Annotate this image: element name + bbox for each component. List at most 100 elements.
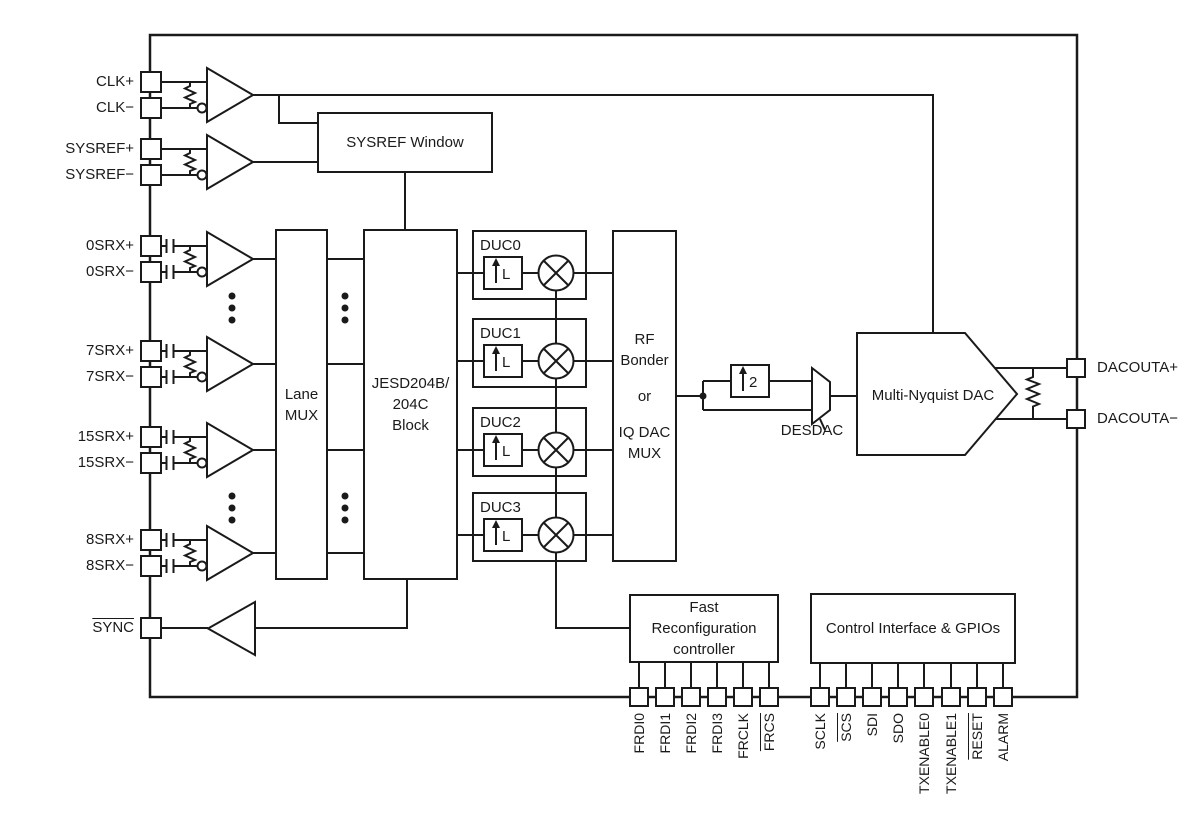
pin-label-0srx-plus: 0SRX+ (86, 237, 134, 254)
pin-label-15srx-plus: 15SRX+ (77, 428, 134, 445)
pin-label-dacouta-minus: DACOUTA− (1097, 410, 1178, 427)
control-interface-label: Control Interface & GPIOs (825, 620, 1001, 637)
pin-label-txenable0: TXENABLE0 (916, 713, 932, 794)
pad-7srx-minus (140, 366, 162, 388)
pin-label-frclk: FRCLK (735, 713, 751, 759)
pin-label-sysref-plus: SYSREF+ (65, 140, 134, 157)
duc1-interp-label: L (502, 354, 510, 371)
pad-sysref-plus (140, 138, 162, 160)
srx-to-lanemux-wires (253, 258, 275, 554)
mixer-chain-wire (555, 290, 629, 629)
pin-label-frdi1: FRDI1 (657, 713, 673, 754)
pad-sdi (862, 687, 882, 707)
pin-label-frdi2: FRDI2 (683, 713, 699, 754)
lane-mux-block: Lane MUX (275, 229, 328, 580)
pin-label-8srx-minus: 8SRX− (86, 557, 134, 574)
termination-resistor-icon (1024, 368, 1042, 419)
dac-pentagon-shape (856, 332, 1019, 456)
jesd-label-line2: 204C (392, 396, 429, 413)
rf-bonder-iq-dac-mux-block: RF Bonder or IQ DAC MUX (612, 230, 677, 562)
pad-clk-minus (140, 97, 162, 119)
srx8-input-buffer (162, 526, 253, 580)
control-pin-stubs (819, 664, 1004, 687)
pad-frcs (759, 687, 779, 707)
pad-7srx-plus (140, 340, 162, 362)
fast-reconfig-label-line2: Reconfiguration (651, 620, 757, 637)
jesd-label-line1: JESD204B/ (371, 375, 450, 392)
rf-mux-label-line3: IQ DAC MUX (618, 423, 671, 462)
duc2-label: DUC2 (480, 414, 521, 431)
duc3-block: DUC3 (472, 492, 587, 562)
fast-reconfig-label-line1: Fast (689, 599, 719, 616)
duc-internal-wires (522, 272, 612, 536)
sync-net (162, 580, 408, 629)
duc2-interp-label: L (502, 443, 510, 460)
sysref-input-buffer (162, 135, 253, 189)
pin-label-sysref-minus: SYSREF− (65, 166, 134, 183)
pin-label-clk-minus: CLK− (96, 99, 134, 116)
srx0-input-buffer (162, 232, 253, 286)
pin-label-dacouta-plus: DACOUTA+ (1097, 359, 1178, 376)
pad-reset (967, 687, 987, 707)
pin-label-sclk: SCLK (812, 713, 828, 750)
pad-txenable0 (914, 687, 934, 707)
junction-dot (699, 392, 707, 400)
sysref-net (253, 161, 406, 229)
pad-15srx-plus (140, 426, 162, 448)
pad-sclk (810, 687, 830, 707)
x2-interp-label: 2 (749, 374, 757, 391)
dac-output-net (994, 367, 1066, 420)
pad-frdi1 (655, 687, 675, 707)
duc2-block: DUC2 (472, 407, 587, 477)
clock-net (253, 94, 934, 333)
pad-frdi0 (629, 687, 649, 707)
pin-label-15srx-minus: 15SRX− (77, 454, 134, 471)
duc1-block: DUC1 (472, 318, 587, 388)
rf-mux-label-line2: or (637, 387, 652, 405)
duc3-label: DUC3 (480, 499, 521, 516)
clk-input-buffer (162, 68, 253, 122)
pad-clk-plus (140, 71, 162, 93)
pad-sysref-minus (140, 164, 162, 186)
pad-0srx-plus (140, 235, 162, 257)
pin-label-scs: SCS (838, 713, 854, 742)
jesd-label-line3: Block (392, 417, 429, 434)
control-interface-block: Control Interface & GPIOs (810, 593, 1016, 664)
duc0-interp-label: L (502, 266, 510, 283)
pin-label-sync: SYNC (92, 619, 134, 636)
pin-label-sdi: SDI (864, 713, 880, 737)
sync-output-buffer (205, 600, 256, 657)
fast-reconfig-label-line3: controller (673, 641, 735, 658)
pad-8srx-plus (140, 529, 162, 551)
pad-frdi2 (681, 687, 701, 707)
fast-reconfig-block: Fast Reconfiguration controller (629, 594, 779, 663)
fast-reconfig-pin-stubs (638, 663, 770, 687)
pad-sdo (888, 687, 908, 707)
jesd-to-duc-wires (458, 272, 484, 536)
desdac-label: DESDAC (780, 422, 844, 439)
pad-0srx-minus (140, 261, 162, 283)
pad-15srx-minus (140, 452, 162, 474)
lane-mux-label-line1: Lane (284, 385, 319, 403)
pin-label-frdi0: FRDI0 (631, 713, 647, 754)
pin-label-txenable1: TXENABLE1 (943, 713, 959, 794)
srx7-input-buffer (162, 337, 253, 391)
pad-sync (140, 617, 162, 639)
pin-label-clk-plus: CLK+ (96, 73, 134, 90)
pin-label-reset: RESET (969, 713, 985, 760)
pad-frclk (733, 687, 753, 707)
pad-alarm (993, 687, 1013, 707)
pin-label-7srx-minus: 7SRX− (86, 368, 134, 385)
sysref-window-label: SYSREF Window (346, 134, 464, 151)
pin-label-7srx-plus: 7SRX+ (86, 342, 134, 359)
pad-8srx-minus (140, 555, 162, 577)
desdac-mux-shape (811, 365, 831, 427)
pin-label-8srx-plus: 8SRX+ (86, 531, 134, 548)
sysref-window-block: SYSREF Window (317, 112, 493, 173)
rf-mux-label-line1: RF Bonder (620, 330, 669, 369)
pad-txenable1 (941, 687, 961, 707)
pin-label-frdi3: FRDI3 (709, 713, 725, 754)
pad-dacouta-plus (1066, 358, 1086, 378)
